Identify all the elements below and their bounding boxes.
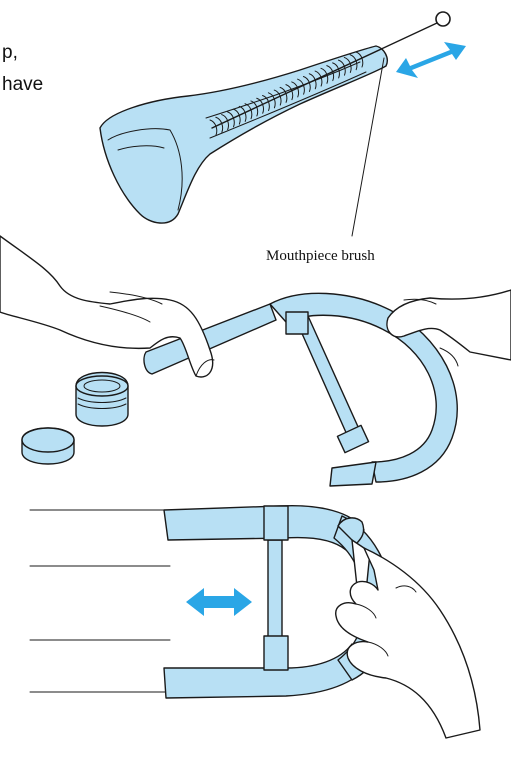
grease-jar-lid xyxy=(22,428,74,464)
instruction-text-fragment-1: p, xyxy=(2,42,18,63)
tuning-slide-panel xyxy=(30,506,480,738)
mouthpiece-brush-panel: Mouthpiece brush xyxy=(100,12,466,264)
callout-leader-line xyxy=(352,58,384,236)
double-headed-arrow-icon xyxy=(396,42,466,78)
brush-wire xyxy=(212,23,437,128)
instruction-text-fragment-2: have xyxy=(2,74,43,95)
grease-jar xyxy=(76,373,128,427)
right-hand xyxy=(387,290,511,360)
mouthpiece xyxy=(100,46,387,223)
slide-grease-panel xyxy=(0,236,511,486)
double-headed-arrow-icon xyxy=(186,588,252,616)
slide-brace xyxy=(296,316,364,446)
mouthpiece-brush-label: Mouthpiece brush xyxy=(266,248,375,264)
brush-handle-loop xyxy=(436,12,450,26)
